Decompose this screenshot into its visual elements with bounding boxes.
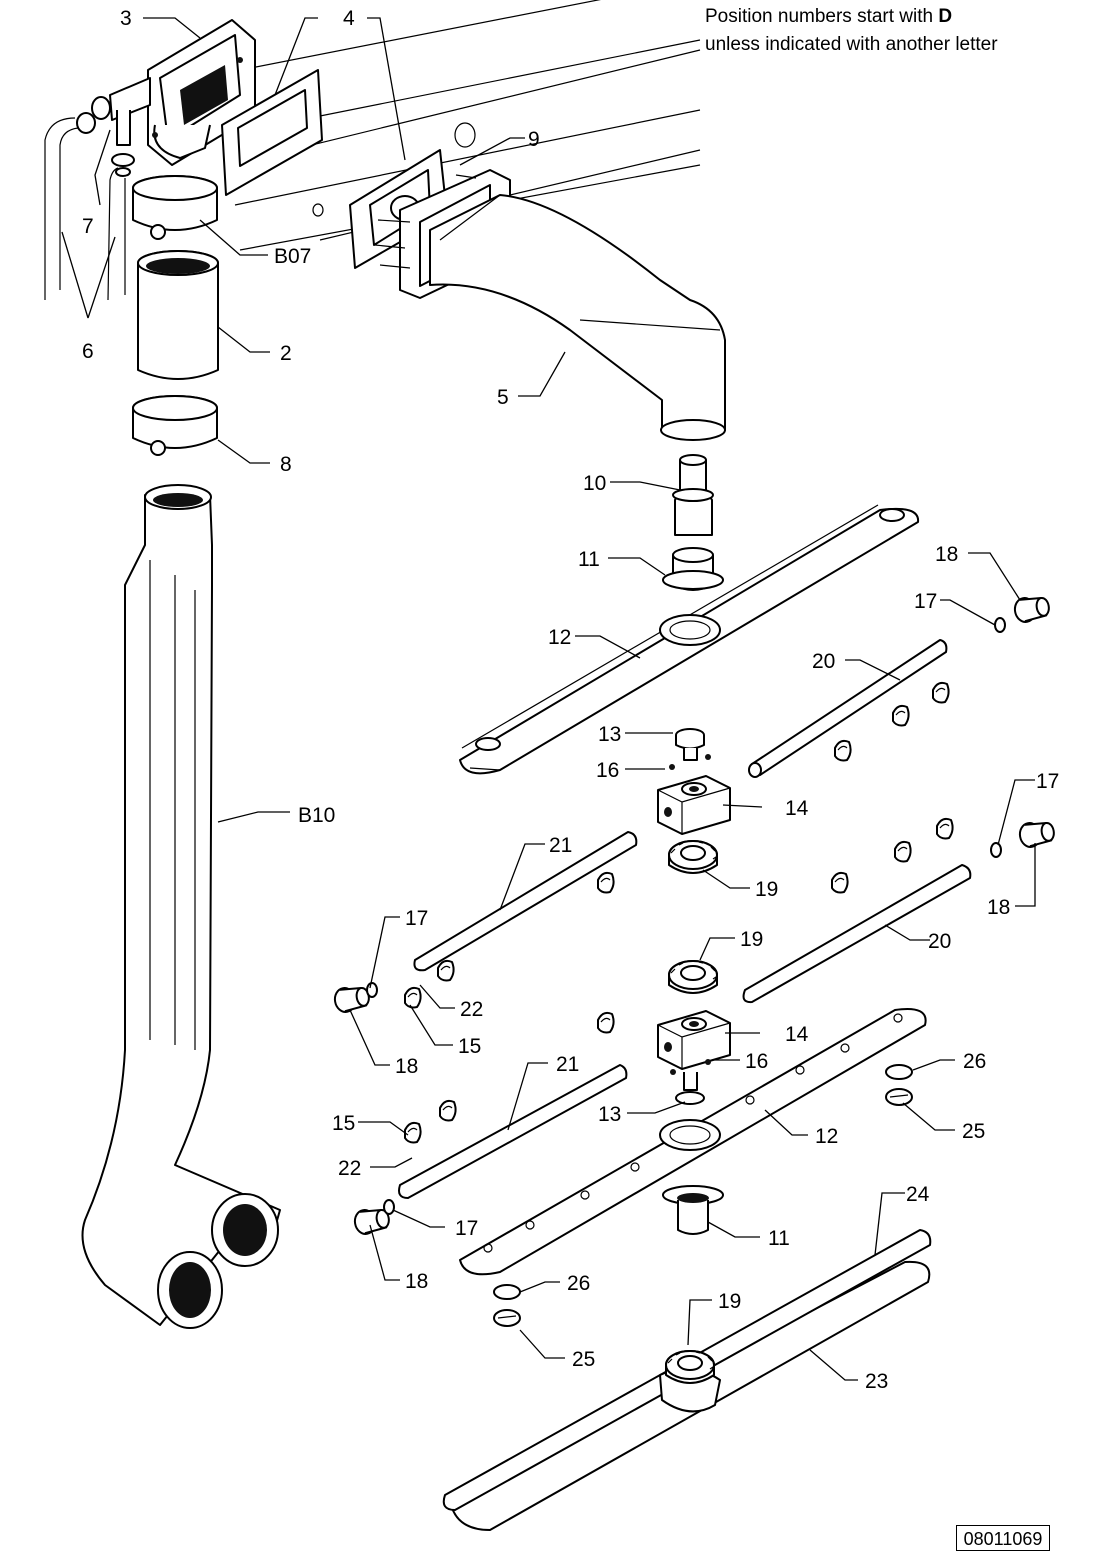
end-cap-18-left xyxy=(332,983,372,1015)
callout-14-upper: 14 xyxy=(785,797,809,820)
callout-11-upper: 11 xyxy=(578,548,600,571)
callout-8: 8 xyxy=(280,453,292,476)
callout-21-lower: 21 xyxy=(556,1053,579,1076)
hoses-6 xyxy=(44,110,135,301)
end-cap-18-right xyxy=(1017,818,1057,850)
hub-13-lower xyxy=(670,1059,711,1105)
callout-19-upper: 19 xyxy=(755,878,778,901)
callout-15-upper: 15 xyxy=(458,1035,481,1058)
callout-25-left: 25 xyxy=(572,1348,595,1371)
upper-spray-arm-12 xyxy=(459,504,920,775)
callout-17-upper: 17 xyxy=(914,590,937,613)
callout-18-left: 18 xyxy=(395,1055,418,1078)
callout-22-lower: 22 xyxy=(338,1157,361,1180)
callout-19-bottom: 19 xyxy=(718,1290,741,1313)
callouts: 3 4 9 7 B07 6 2 5 8 10 11 18 17 12 20 13… xyxy=(82,7,1059,1393)
note-line-1: Position numbers start with D xyxy=(705,6,953,27)
callout-B07: B07 xyxy=(274,245,311,268)
callout-5: 5 xyxy=(497,386,509,409)
lower-spray-arm-12 xyxy=(459,1008,927,1276)
seal-ring-26-left xyxy=(493,1284,521,1300)
callout-11-lower: 11 xyxy=(768,1227,790,1250)
callout-26-right: 26 xyxy=(963,1050,986,1073)
o-ring-17-left xyxy=(366,982,378,998)
callout-2: 2 xyxy=(280,342,292,365)
callout-21-upper: 21 xyxy=(549,834,572,857)
callout-19-middle: 19 xyxy=(740,928,763,951)
o-ring-17-right xyxy=(990,842,1002,858)
cap-25-left xyxy=(493,1309,521,1327)
callout-3: 3 xyxy=(120,7,132,30)
knob-19-bottom xyxy=(665,1350,715,1384)
callout-12-upper: 12 xyxy=(548,626,571,649)
spray-arm-shaft-10 xyxy=(672,454,714,536)
callout-18-upper: 18 xyxy=(935,543,958,566)
knob-19-middle xyxy=(668,960,718,994)
callout-20-upper: 20 xyxy=(812,650,835,673)
callout-16-lower: 16 xyxy=(745,1050,768,1073)
supply-elbow-5 xyxy=(374,169,726,441)
spray-tube-20-upper xyxy=(748,639,948,778)
callout-14-lower: 14 xyxy=(785,1023,809,1046)
callout-18-right: 18 xyxy=(987,896,1010,919)
callout-24: 24 xyxy=(906,1183,930,1206)
spray-tube-21-lower xyxy=(398,1064,628,1199)
callout-6: 6 xyxy=(82,340,94,363)
callout-7: 7 xyxy=(82,215,94,238)
seal-ring-26-right xyxy=(885,1064,913,1080)
supply-pipe-B10 xyxy=(81,484,281,1329)
callout-23: 23 xyxy=(865,1370,888,1393)
callout-13-lower: 13 xyxy=(598,1103,621,1126)
callout-15-lower: 15 xyxy=(332,1112,355,1135)
cap-25-right xyxy=(885,1088,913,1106)
distribution-block-14-upper xyxy=(657,775,731,835)
callout-9: 9 xyxy=(528,128,540,151)
callout-17-right: 17 xyxy=(1036,770,1059,793)
callout-12-lower: 12 xyxy=(815,1125,838,1148)
callout-18-lower: 18 xyxy=(405,1270,428,1293)
callout-16-upper: 16 xyxy=(596,759,619,782)
bearing-nut-11-lower xyxy=(662,1185,724,1235)
spray-tube-20-lower xyxy=(742,864,972,1004)
callout-22-upper: 22 xyxy=(460,998,483,1021)
position-number-note: Position numbers start with D unless ind… xyxy=(705,3,998,59)
callout-4: 4 xyxy=(343,7,355,30)
gasket-4 xyxy=(221,69,448,269)
knob-19-upper xyxy=(668,840,718,874)
hub-13-upper xyxy=(669,728,711,770)
callout-20-lower: 20 xyxy=(928,930,951,953)
callout-17-left: 17 xyxy=(405,907,428,930)
note-line-2: unless indicated with another letter xyxy=(705,34,998,55)
drawing-number-box: 08011069 xyxy=(956,1525,1050,1551)
callout-B10: B10 xyxy=(298,804,335,827)
leader-lines xyxy=(61,17,1036,1381)
spray-tube-21-upper xyxy=(413,831,638,972)
callout-10: 10 xyxy=(583,472,606,495)
o-ring-17-upper-right xyxy=(994,617,1006,633)
sleeve-2 xyxy=(137,250,219,380)
hose-clamp-B07 xyxy=(132,175,218,240)
callout-17-lower: 17 xyxy=(455,1217,478,1240)
callout-25-right: 25 xyxy=(962,1120,985,1143)
hose-clamp-8 xyxy=(132,395,218,456)
callout-26-left: 26 xyxy=(567,1272,590,1295)
bearing-nut-11-upper xyxy=(662,547,724,591)
callout-13-upper: 13 xyxy=(598,723,621,746)
o-ring-17-lower-left xyxy=(383,1199,395,1215)
